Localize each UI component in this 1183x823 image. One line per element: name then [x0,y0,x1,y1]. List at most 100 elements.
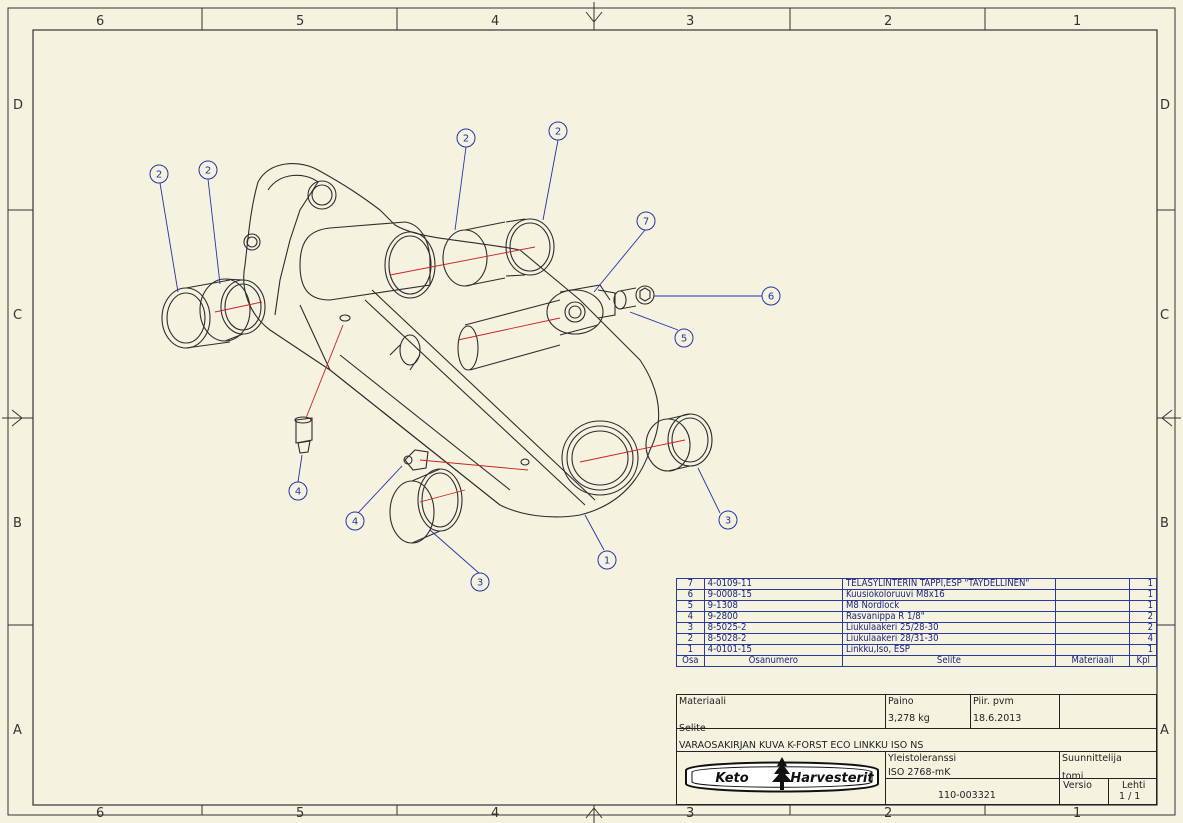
parts-cell-materiaali [1054,611,1131,623]
centerlines [214,246,686,503]
drawing-number: 110-003321 [938,790,996,801]
item-balloon: 2 [548,121,568,141]
parts-cell-osa: 1 [676,644,705,656]
zone-col-label-top-2: 2 [884,14,893,29]
item-balloon: 2 [149,164,169,184]
parts-cell-selite: Linkku,Iso, ESP [842,644,1056,656]
lehti-label: Lehti [1122,780,1146,791]
paino-value: 3,278 kg [888,713,930,724]
zone-row-label-right-c: C [1160,308,1170,323]
parts-cell-kpl: 1 [1129,644,1157,656]
item-balloon-number: 2 [156,170,162,181]
item-balloon-number: 2 [463,134,469,145]
item-balloon-number: 3 [725,516,731,527]
parts-cell-osanumero: 8-5028-2 [703,633,844,645]
zone-col-label-top-3: 3 [686,14,695,29]
versio-label: Versio [1063,780,1092,791]
materiaali-label: Materiaali [679,696,727,707]
link-plate-side [299,304,511,506]
parts-cell-kpl: 1 [1129,600,1157,612]
parts-cell-selite: Liukulaakeri 25/28-30 [842,622,1056,634]
parts-cell-selite: Kuusiokoloruuvi M8x16 [842,589,1056,601]
item-balloon: 2 [456,128,476,148]
parts-cell-kpl: 1 [1129,589,1157,601]
parts-cell-selite: M8 Nordlock [842,600,1056,612]
parts-cell-kpl: 4 [1129,633,1157,645]
item-balloon: 5 [674,328,694,348]
parts-cell-osa: 5 [676,600,705,612]
logo-text-right: Harvesterit [790,771,874,786]
parts-cell-materiaali [1054,600,1131,612]
bushing-left-outer [161,279,231,349]
suunnittelija-label: Suunnittelija [1062,753,1122,764]
tb-cell-lehti [1108,778,1157,805]
parts-cell-osa: 7 [676,578,705,590]
selite-label: Selite [679,723,706,734]
zone-col-label-top-5: 5 [296,14,305,29]
title-block: Materiaali Paino 3,278 kg Piir. pvm 18.6… [676,694,1157,805]
zone-col-label-bottom-4: 4 [491,806,500,821]
item-balloon-number: 4 [295,487,301,498]
grease-nipple-mid [403,449,429,471]
zone-ticks [8,8,1175,815]
grease-nipple-left [294,416,313,454]
selite-value: VARAOSAKIRJAN KUVA K-FORST ECO LINKKU IS… [679,740,924,751]
lehti-value: 1 / 1 [1119,791,1141,802]
parts-cell-selite: TELASYLINTERIN TAPPI,ESP "TÄYDELLINEN" [842,578,1056,590]
link-body-outline [243,163,660,518]
leader-lines [159,139,762,575]
part-drawing [161,163,713,544]
header-materiaali: Materiaali [1054,655,1131,667]
logo-text-left: Keto [715,771,748,786]
zone-col-label-top-1: 1 [1073,14,1082,29]
piir-pvm-label: Piir. pvm [973,696,1014,707]
parts-cell-osanumero: 8-5025-2 [703,622,844,634]
item-balloon-number: 3 [477,578,483,589]
bushing-lower-right [645,413,713,472]
item-balloon: 4 [345,511,365,531]
parts-cell-osanumero: 9-2800 [703,611,844,623]
zone-row-label-left-a: A [13,723,22,738]
zone-row-label-left-b: B [13,516,22,531]
item-balloon: 6 [761,286,781,306]
bushing-lower-left [389,468,463,544]
header-selite: Selite [842,655,1056,667]
item-balloon-number: 6 [768,292,774,303]
item-balloon: 7 [636,211,656,231]
item-balloon-number: 1 [604,556,610,567]
parts-cell-kpl: 1 [1129,578,1157,590]
yleistoleranssi-value: ISO 2768-mK [888,767,951,778]
item-balloon: 1 [597,550,617,570]
link-body-inner [267,174,319,316]
item-balloon: 4 [288,481,308,501]
parts-cell-osa: 4 [676,611,705,623]
zone-row-label-left-d: D [13,98,24,113]
tb-cell-blank [1059,694,1157,729]
item-balloon: 3 [718,510,738,530]
outer-frame [7,7,1176,816]
item-balloon-number: 2 [205,166,211,177]
zone-col-label-bottom-5: 5 [296,806,305,821]
parts-cell-kpl: 2 [1129,611,1157,623]
zone-row-label-right-a: A [1160,723,1169,738]
parts-cell-osanumero: 9-0008-15 [703,589,844,601]
zone-col-label-bottom-3: 3 [686,806,695,821]
parts-cell-selite: Rasvanippa R 1/8" [842,611,1056,623]
parts-list-header-row: Osa Osanumero Selite Materiaali Kpl [676,655,1157,667]
zone-col-label-top-4: 4 [491,14,500,29]
parts-cell-osanumero: 4-0101-15 [703,644,844,656]
parts-cell-osanumero: 4-0109-11 [703,578,844,590]
paino-label: Paino [888,696,914,707]
parts-cell-materiaali [1054,644,1131,656]
item-balloon: 3 [470,572,490,592]
screw-6 [613,285,655,310]
zone-row-label-right-b: B [1160,516,1169,531]
